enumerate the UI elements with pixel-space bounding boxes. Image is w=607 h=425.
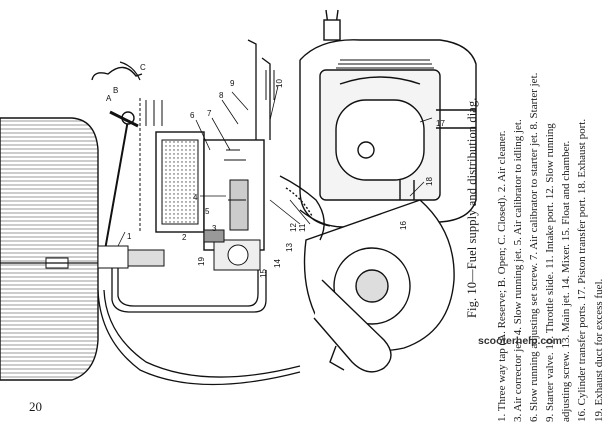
legend-line: 16. Cylinder transfer ports. 17. Piston … [576,118,589,422]
part-label-7: 7 [207,109,212,118]
part-label-18: 18 [425,177,434,186]
air-cleaner [139,98,205,233]
part-label-10: 10 [275,79,284,88]
figure-caption: Fig. 10—Fuel supply and distribution dia… [465,97,479,318]
legend-line: 1. Three way tap (A. Reserve; B. Open; C… [496,130,508,422]
legend-line: 9. Starter valve. 10. Throttle slide. 11… [544,123,557,422]
part-label-8: 8 [219,91,224,100]
part-label-2: 2 [182,233,187,242]
part-label-14: 14 [273,259,282,268]
legend-line: 3. Air corrector jet. 4. Slow running je… [512,119,525,422]
part-label-5: 5 [205,207,210,216]
three-way-tap [91,61,165,269]
part-label-13: 13 [285,243,294,252]
part-label-17: 17 [436,119,445,128]
site-watermark: scooterhelp.com [478,335,563,347]
engine-cutaway [279,9,477,373]
part-label-19: 19 [197,257,206,266]
part-label-16: 16 [399,221,408,230]
carburettor [203,39,275,271]
legend-line: 6. Slow running adjusting set screw. 7. … [528,72,541,422]
part-label-3: 3 [212,224,217,233]
part-label-9: 9 [230,79,235,88]
part-label-4: 4 [193,193,198,202]
part-label-15: 15 [259,269,268,278]
tap-label-c: C [140,63,146,72]
parts-legend: 1. Three way tap (A. Reserve; B. Open; C… [494,2,607,422]
part-label-11: 11 [298,223,307,232]
page-number: 20 [29,399,42,414]
legend-line: adjusting screw. 13. Main jet. 14. Mixer… [560,140,573,422]
cylinder-fins [336,59,434,69]
fuel-tank [0,117,110,381]
tap-label-b: B [113,86,118,95]
part-label-6: 6 [190,111,195,120]
part-label-12: 12 [289,223,298,232]
leader-lines [117,85,433,247]
legend-line: 19. Exhaust duct for excess fuel. [592,278,605,422]
tap-label-a: A [106,94,112,103]
fuel-pipes [97,268,301,386]
part-label-1: 1 [127,232,132,241]
